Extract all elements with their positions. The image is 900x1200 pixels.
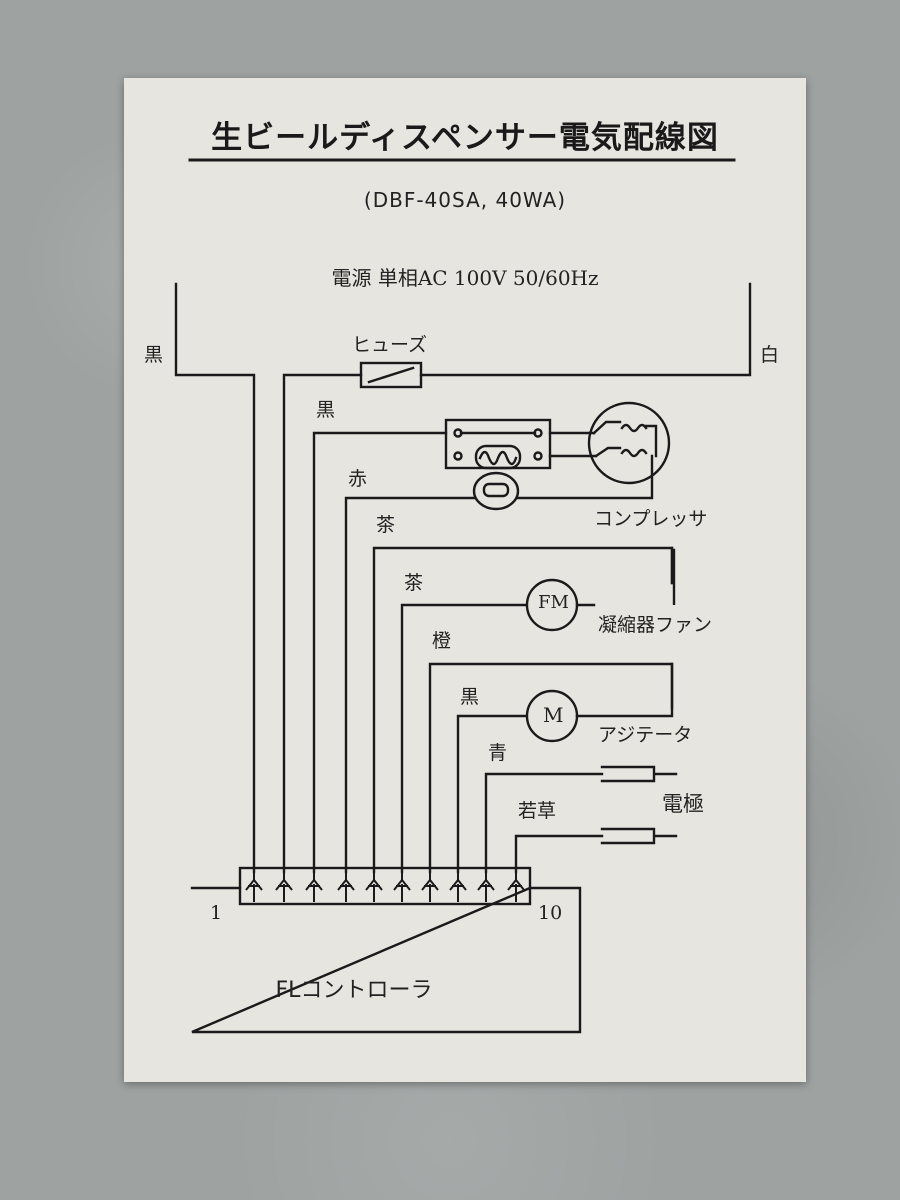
wire-3-black	[312, 431, 448, 874]
fuse-label: ヒューズ	[352, 334, 428, 356]
electrode-symbol-1	[600, 765, 678, 783]
fl-controller-label: FLコントローラ	[275, 978, 433, 1003]
wiring-diagram-card: 生ビールディスペンサー電気配線図 (DBF-40SA, 40WA) 電源 単相A…	[124, 78, 806, 1082]
wire-10-green	[514, 834, 604, 874]
wire-label-8: 黒	[460, 686, 480, 708]
terminal-5	[365, 872, 383, 902]
power-supply-spec: 電源 単相AC 100V 50/60Hz	[331, 266, 599, 290]
compressor-winding-top	[620, 423, 648, 433]
relay-coil-winding	[478, 450, 518, 466]
terminal-4	[337, 872, 355, 902]
thermal-protector-symbol	[472, 471, 520, 511]
wire-label-black-main: 黒	[144, 344, 164, 366]
compressor-label: コンプレッサ	[594, 508, 708, 530]
fan-motor-symbol-label: FM	[538, 592, 569, 613]
agitator-return	[575, 662, 674, 718]
compressor-lead	[644, 424, 658, 458]
terminal-9	[477, 872, 495, 902]
terminal-1	[245, 872, 263, 902]
wire-label-3: 黒	[316, 399, 336, 421]
model-numbers: (DBF-40SA, 40WA)	[363, 188, 567, 212]
terminal-block	[238, 866, 532, 906]
relay-terminal	[453, 451, 463, 461]
terminal-8	[449, 872, 467, 902]
compressor-winding-bottom	[620, 448, 648, 458]
relay-coil-symbol	[474, 444, 522, 470]
relay-terminal	[533, 451, 543, 461]
wire-1-black-main	[174, 282, 256, 874]
wire-2-to-fuse	[282, 373, 363, 874]
compressor-lead	[592, 420, 622, 435]
agitator-label: アジテータ	[598, 724, 693, 746]
terminal-3	[305, 872, 323, 902]
wire-label-4: 赤	[348, 468, 368, 490]
wire-label-5: 茶	[376, 514, 396, 536]
wire-8-black	[456, 714, 528, 874]
wire-white-main	[419, 282, 752, 377]
wire-label-7: 橙	[432, 630, 452, 652]
agitator-motor-symbol-label: M	[543, 703, 564, 727]
wire-5-brown	[372, 546, 674, 874]
terminal-7	[421, 872, 439, 902]
protector-to-compressor	[516, 454, 654, 500]
terminal-last-label: 10	[538, 902, 563, 924]
terminal-2	[275, 872, 293, 902]
wire-label-10: 若草	[518, 800, 557, 822]
terminal-6	[393, 872, 411, 902]
wire-9-blue	[484, 772, 604, 874]
fuse-element	[367, 366, 415, 384]
terminal-first-label: 1	[210, 902, 223, 924]
compressor-symbol	[587, 401, 671, 485]
wire-label-9: 青	[488, 742, 508, 764]
thermal-protector-element	[482, 482, 510, 498]
wire-label-white-main: 白	[760, 344, 780, 366]
fl-controller-box	[190, 886, 582, 1034]
electrode-label: 電極	[662, 792, 704, 816]
terminal-10	[507, 872, 525, 902]
wiring-diagram	[174, 158, 752, 1034]
diagram-title: 生ビールディスペンサー電気配線図	[211, 120, 719, 156]
terminal-connectors	[245, 872, 525, 902]
compressor-lead	[594, 446, 622, 458]
wire-6-brown	[400, 603, 528, 874]
wire-4-red	[344, 496, 476, 874]
condenser-fan-label: 凝縮器ファン	[598, 614, 713, 636]
wire-label-6: 茶	[404, 572, 424, 594]
electrode-symbol-2	[600, 827, 678, 845]
